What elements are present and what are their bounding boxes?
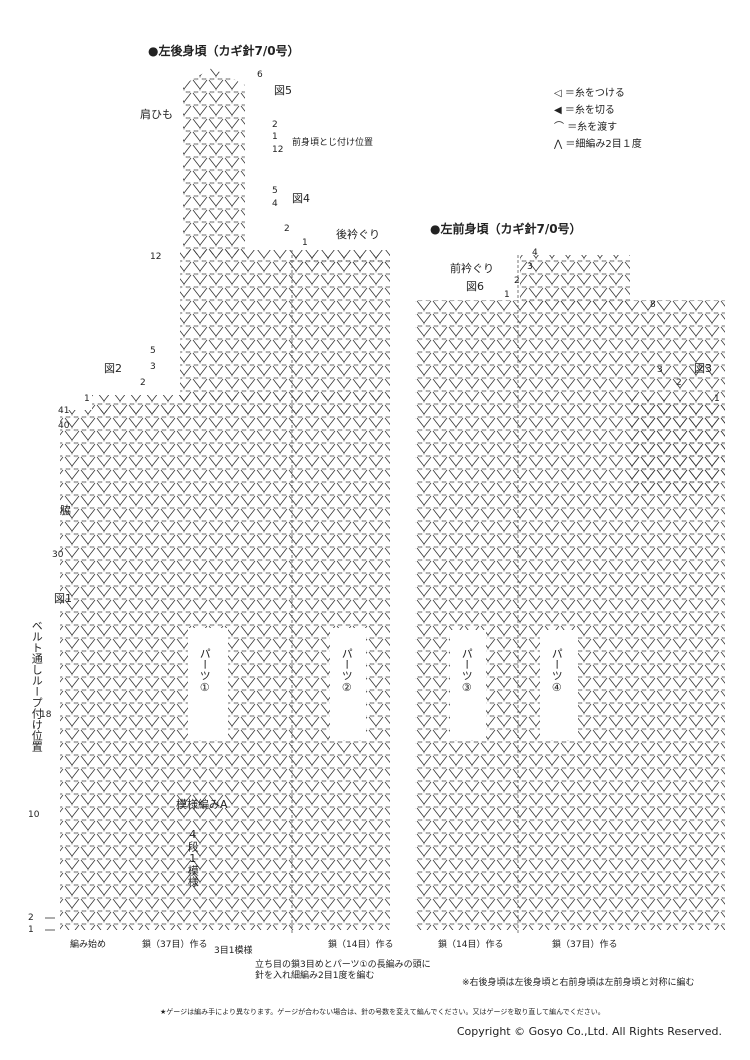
back-row-12: 12 [272,145,284,155]
legend-attach-text: ＝糸をつける [564,88,625,99]
front-row-1: 1 [504,290,510,300]
back-row-5b: 5 [150,346,156,356]
legend-cut: ◀ ＝糸を切る [554,101,615,116]
fig1-label: 図1 [54,592,72,605]
back-row-1: 1 [272,132,278,142]
front-row-3b: 3 [657,365,663,375]
legend-carry: ⌒ ＝糸を渡す [554,118,617,133]
front-title: ●左前身頃（カギ針7/0号） [430,222,582,236]
back-row-2: 2 [272,120,278,130]
front-row-4: 4 [532,248,538,258]
decrease-icon: ⋀ [554,139,563,150]
back-row-1d: 1 [28,925,34,935]
strap-label: 肩ひも [140,108,173,121]
back-row-10: 10 [28,810,40,820]
fig6-label: 図6 [466,280,484,293]
part3-label: パーツ③ [460,648,474,694]
front-chain37-label: 鎖（37目）作る [552,940,618,950]
front-row-3: 3 [527,262,533,272]
back-row-18: 18 [40,710,52,720]
fig2-label: 図2 [104,362,122,375]
front-row-1b: 1 [714,394,720,404]
back-body-panel [45,68,390,935]
back-row-41: 41 [58,406,70,416]
cut-icon: ◀ [554,105,562,116]
note-label: 立ち目の鎖3目めとパーツ①の長編みの頭に針を入れ細編み2目1度を編む [255,960,431,981]
back-row-6: 6 [257,70,263,80]
back-row-12b: 12 [150,252,162,262]
footnote: ※右後身頃は左後身頃と右前身頃は左前身頃と対称に編む [462,978,695,988]
front-body-panel [415,255,725,935]
back-row-2b: 2 [284,224,290,234]
part1-label: パーツ① [198,648,212,694]
front-chain14-label: 鎖（14目）作る [438,940,504,950]
back-title: ●左後身頃（カギ針7/0号） [148,44,300,58]
front-row-2b: 2 [676,378,682,388]
belt-loop-label: ベルト通しループ付け位置 [30,620,44,752]
legend-attach: ◁ ＝糸をつける [554,84,625,99]
repeat-label: 4段1模様 [186,828,200,887]
front-neck-label: 前衿ぐり [450,262,494,275]
back-row-2c: 2 [140,378,146,388]
legend-cut-text: ＝糸を切る [564,105,615,116]
back-row-4: 4 [272,199,278,209]
front-row-2: 2 [514,276,520,286]
attach-icon: ◁ [554,88,562,99]
fig3-label: 図3 [694,362,712,375]
repeat3-label: 3目1模様 [214,946,253,956]
start-label: 編み始め [70,940,107,950]
copyright: Copyright © Gosyo Co.,Ltd. All Rights Re… [456,1025,722,1038]
fig4-label: 図4 [292,192,310,205]
fig5-label: 図5 [274,84,292,97]
pattern-label: 模様編みA [176,798,228,811]
back-chain37-label: 鎖（37目）作る [142,940,208,950]
back-row-5: 5 [272,186,278,196]
back-row-1b: 1 [302,238,308,248]
back-row-3: 3 [150,362,156,372]
legend-carry-text: ＝糸を渡す [567,122,618,133]
part4-label: パーツ④ [550,648,564,694]
join-position-label: 前身頃とじ付け位置 [292,138,374,148]
side-label: 脇 [60,504,71,517]
legend-dec-text: ＝細編み2目１度 [565,139,642,150]
part2-label: パーツ② [340,648,354,694]
gauge-note: ★ゲージは編み手により異なります。ゲージが合わない場合は、針の号数を変えて編んで… [160,1008,605,1016]
back-neck-label: 後衿ぐり [336,228,380,241]
back-row-40: 40 [58,421,70,431]
back-row-30: 30 [52,550,64,560]
back-chain14-label: 鎖（14目）作る [328,940,394,950]
back-row-2d: 2 [28,913,34,923]
back-row-1c: 1 [84,394,90,404]
front-row-8: 8 [650,300,656,310]
legend-dec: ⋀ ＝細編み2目１度 [554,135,642,150]
carry-icon: ⌒ [554,122,564,133]
